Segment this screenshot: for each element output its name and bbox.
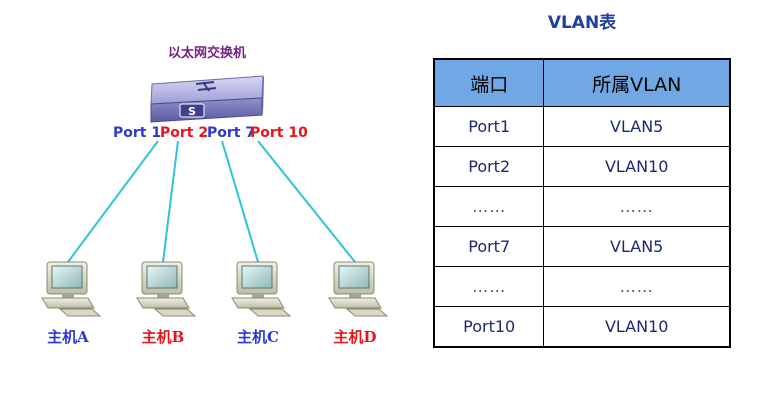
computer-icon <box>136 261 197 317</box>
vlan-cell: …… <box>543 266 731 307</box>
port-cell: …… <box>433 266 545 307</box>
port-cell: Port10 <box>433 306 545 348</box>
vlan-cell: VLAN10 <box>543 306 731 348</box>
host-c: 主机C <box>231 261 292 346</box>
network-link <box>67 140 159 263</box>
port-cell: …… <box>433 186 545 227</box>
table-row: Port7 VLAN5 <box>433 226 731 267</box>
hosts: 主机A 主机B 主机C 主机D <box>41 261 389 346</box>
vlan-cell: VLAN5 <box>543 226 731 267</box>
switch-title: 以太网交换机 <box>168 45 246 61</box>
vlan-table: 端口 所属VLAN Port1 VLAN5 Port2 VLAN10 …… ……… <box>433 58 731 348</box>
ethernet-switch-icon: S <box>150 75 264 123</box>
vlan-cell: VLAN5 <box>543 106 731 147</box>
host-label: 主机B <box>142 328 185 346</box>
vlan-cell: VLAN10 <box>543 146 731 187</box>
table-row: …… …… <box>433 266 731 307</box>
network-link <box>257 140 356 263</box>
computer-icon <box>41 261 102 317</box>
port-label: Port 7 <box>207 125 255 141</box>
header-vlan: 所属VLAN <box>543 58 731 107</box>
table-row: Port1 VLAN5 <box>433 106 731 147</box>
header-port: 端口 <box>433 58 545 107</box>
host-label: 主机D <box>333 328 376 346</box>
table-row: Port2 VLAN10 <box>433 146 731 187</box>
table-row: …… …… <box>433 186 731 227</box>
port-cell: Port7 <box>433 226 545 267</box>
host-b: 主机B <box>136 261 197 346</box>
port-label: Port 1 <box>113 125 161 141</box>
table-row: Port10 VLAN10 <box>433 306 731 348</box>
network-link <box>162 140 179 263</box>
network-link <box>221 140 259 263</box>
computer-icon <box>231 261 292 317</box>
vlan-table-header-row: 端口 所属VLAN <box>433 58 731 107</box>
host-label: 主机A <box>47 328 89 346</box>
port-label: Port 10 <box>250 125 308 141</box>
host-d: 主机D <box>328 261 389 346</box>
computer-icon <box>328 261 389 317</box>
port-cell: Port2 <box>433 146 545 187</box>
svg-text:S: S <box>188 105 196 118</box>
vlan-table-title: VLAN表 <box>547 13 617 33</box>
vlan-cell: …… <box>543 186 731 227</box>
host-a: 主机A <box>41 261 102 346</box>
links <box>67 140 356 263</box>
port-label: Port 2 <box>160 125 208 141</box>
port-cell: Port1 <box>433 106 545 147</box>
host-label: 主机C <box>237 328 279 346</box>
